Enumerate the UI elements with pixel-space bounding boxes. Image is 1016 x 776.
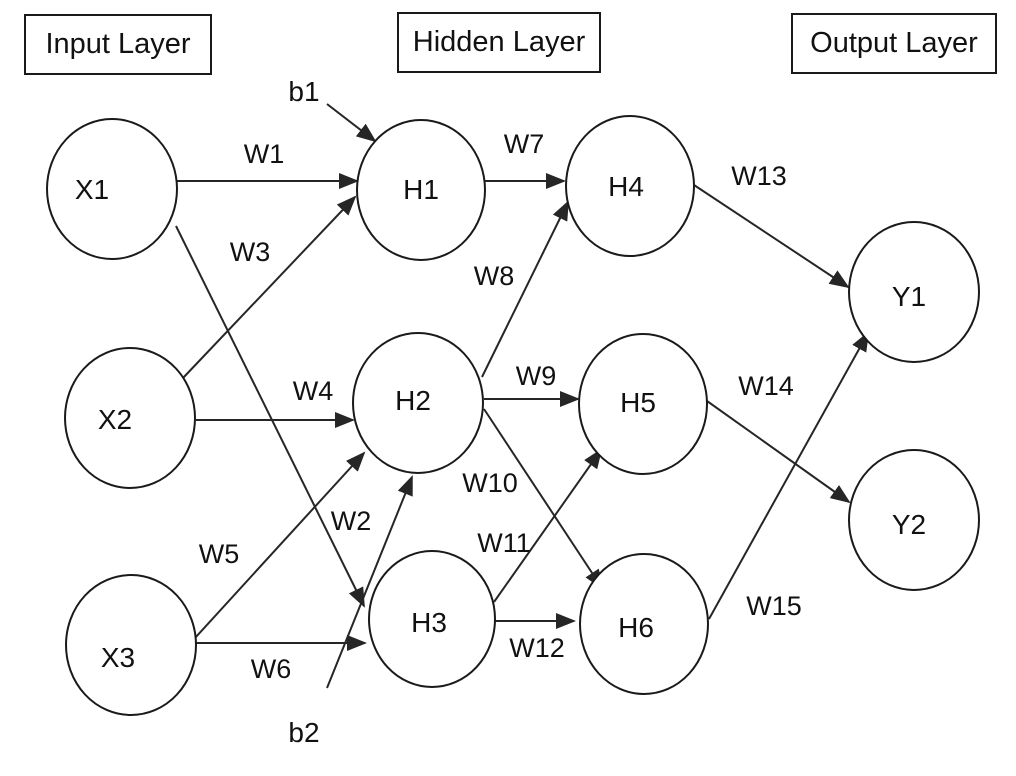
output-layer-label: Output Layer [810, 27, 978, 59]
weight-label-w6: W6 [251, 654, 292, 684]
weight-label-w2: W2 [331, 506, 372, 536]
node-y2: Y2 [848, 449, 980, 591]
edge-w10 [483, 408, 604, 590]
output-layer-title: Output Layer [791, 13, 997, 74]
edge-w13 [693, 184, 850, 289]
weight-label-w11: W11 [477, 528, 531, 558]
node-h3-label: H3 [411, 607, 447, 638]
edge-w14 [706, 400, 851, 504]
bias-b2-arrow [326, 475, 413, 689]
weight-label-w1: W1 [244, 139, 285, 169]
node-x3-label: X3 [101, 642, 135, 673]
node-x1-label: X1 [75, 174, 109, 205]
weight-label-w15: W15 [746, 591, 802, 621]
weight-label-w4: W4 [293, 376, 334, 406]
node-h2-label: H2 [395, 385, 431, 416]
node-x2-label: X2 [98, 404, 132, 435]
node-h5: H5 [578, 333, 708, 475]
node-h1: H1 [356, 119, 486, 261]
edge-w2 [175, 225, 365, 608]
weight-label-w14: W14 [738, 371, 794, 401]
node-y1-label: Y1 [892, 281, 926, 312]
node-h4: H4 [565, 115, 695, 257]
bias-b1-arrow [326, 103, 377, 143]
node-x2: X2 [64, 347, 196, 489]
weight-label-w7: W7 [504, 129, 545, 159]
edge-w5 [194, 451, 366, 639]
node-y2-label: Y2 [892, 509, 926, 540]
node-y1: Y1 [848, 221, 980, 363]
weight-label-w12: W12 [509, 633, 565, 663]
input-layer-title: Input Layer [24, 14, 212, 75]
node-h6-label: H6 [618, 612, 654, 643]
edge-w15 [708, 331, 869, 620]
weight-label-w9: W9 [516, 361, 557, 391]
node-x1: X1 [46, 118, 178, 260]
hidden-layer-title: Hidden Layer [397, 12, 601, 73]
weight-label-w13: W13 [731, 161, 787, 191]
node-h5-label: H5 [620, 387, 656, 418]
node-h1-label: H1 [403, 174, 439, 205]
node-x3: X3 [65, 574, 197, 716]
weight-label-w3: W3 [230, 237, 271, 267]
hidden-layer-label: Hidden Layer [413, 26, 586, 58]
weight-label-w10: W10 [462, 468, 518, 498]
edge-w11 [493, 448, 603, 603]
node-h4-label: H4 [608, 171, 644, 202]
bias-label-b2: b2 [288, 717, 319, 748]
weight-label-w5: W5 [199, 539, 240, 569]
edge-w8 [481, 200, 569, 378]
weight-label-w8: W8 [474, 261, 515, 291]
edge-w3 [182, 195, 357, 379]
bias-label-b1: b1 [288, 76, 319, 107]
input-layer-label: Input Layer [45, 28, 190, 60]
node-h2: H2 [352, 332, 484, 474]
node-h3: H3 [368, 550, 496, 688]
node-h6: H6 [579, 553, 709, 695]
